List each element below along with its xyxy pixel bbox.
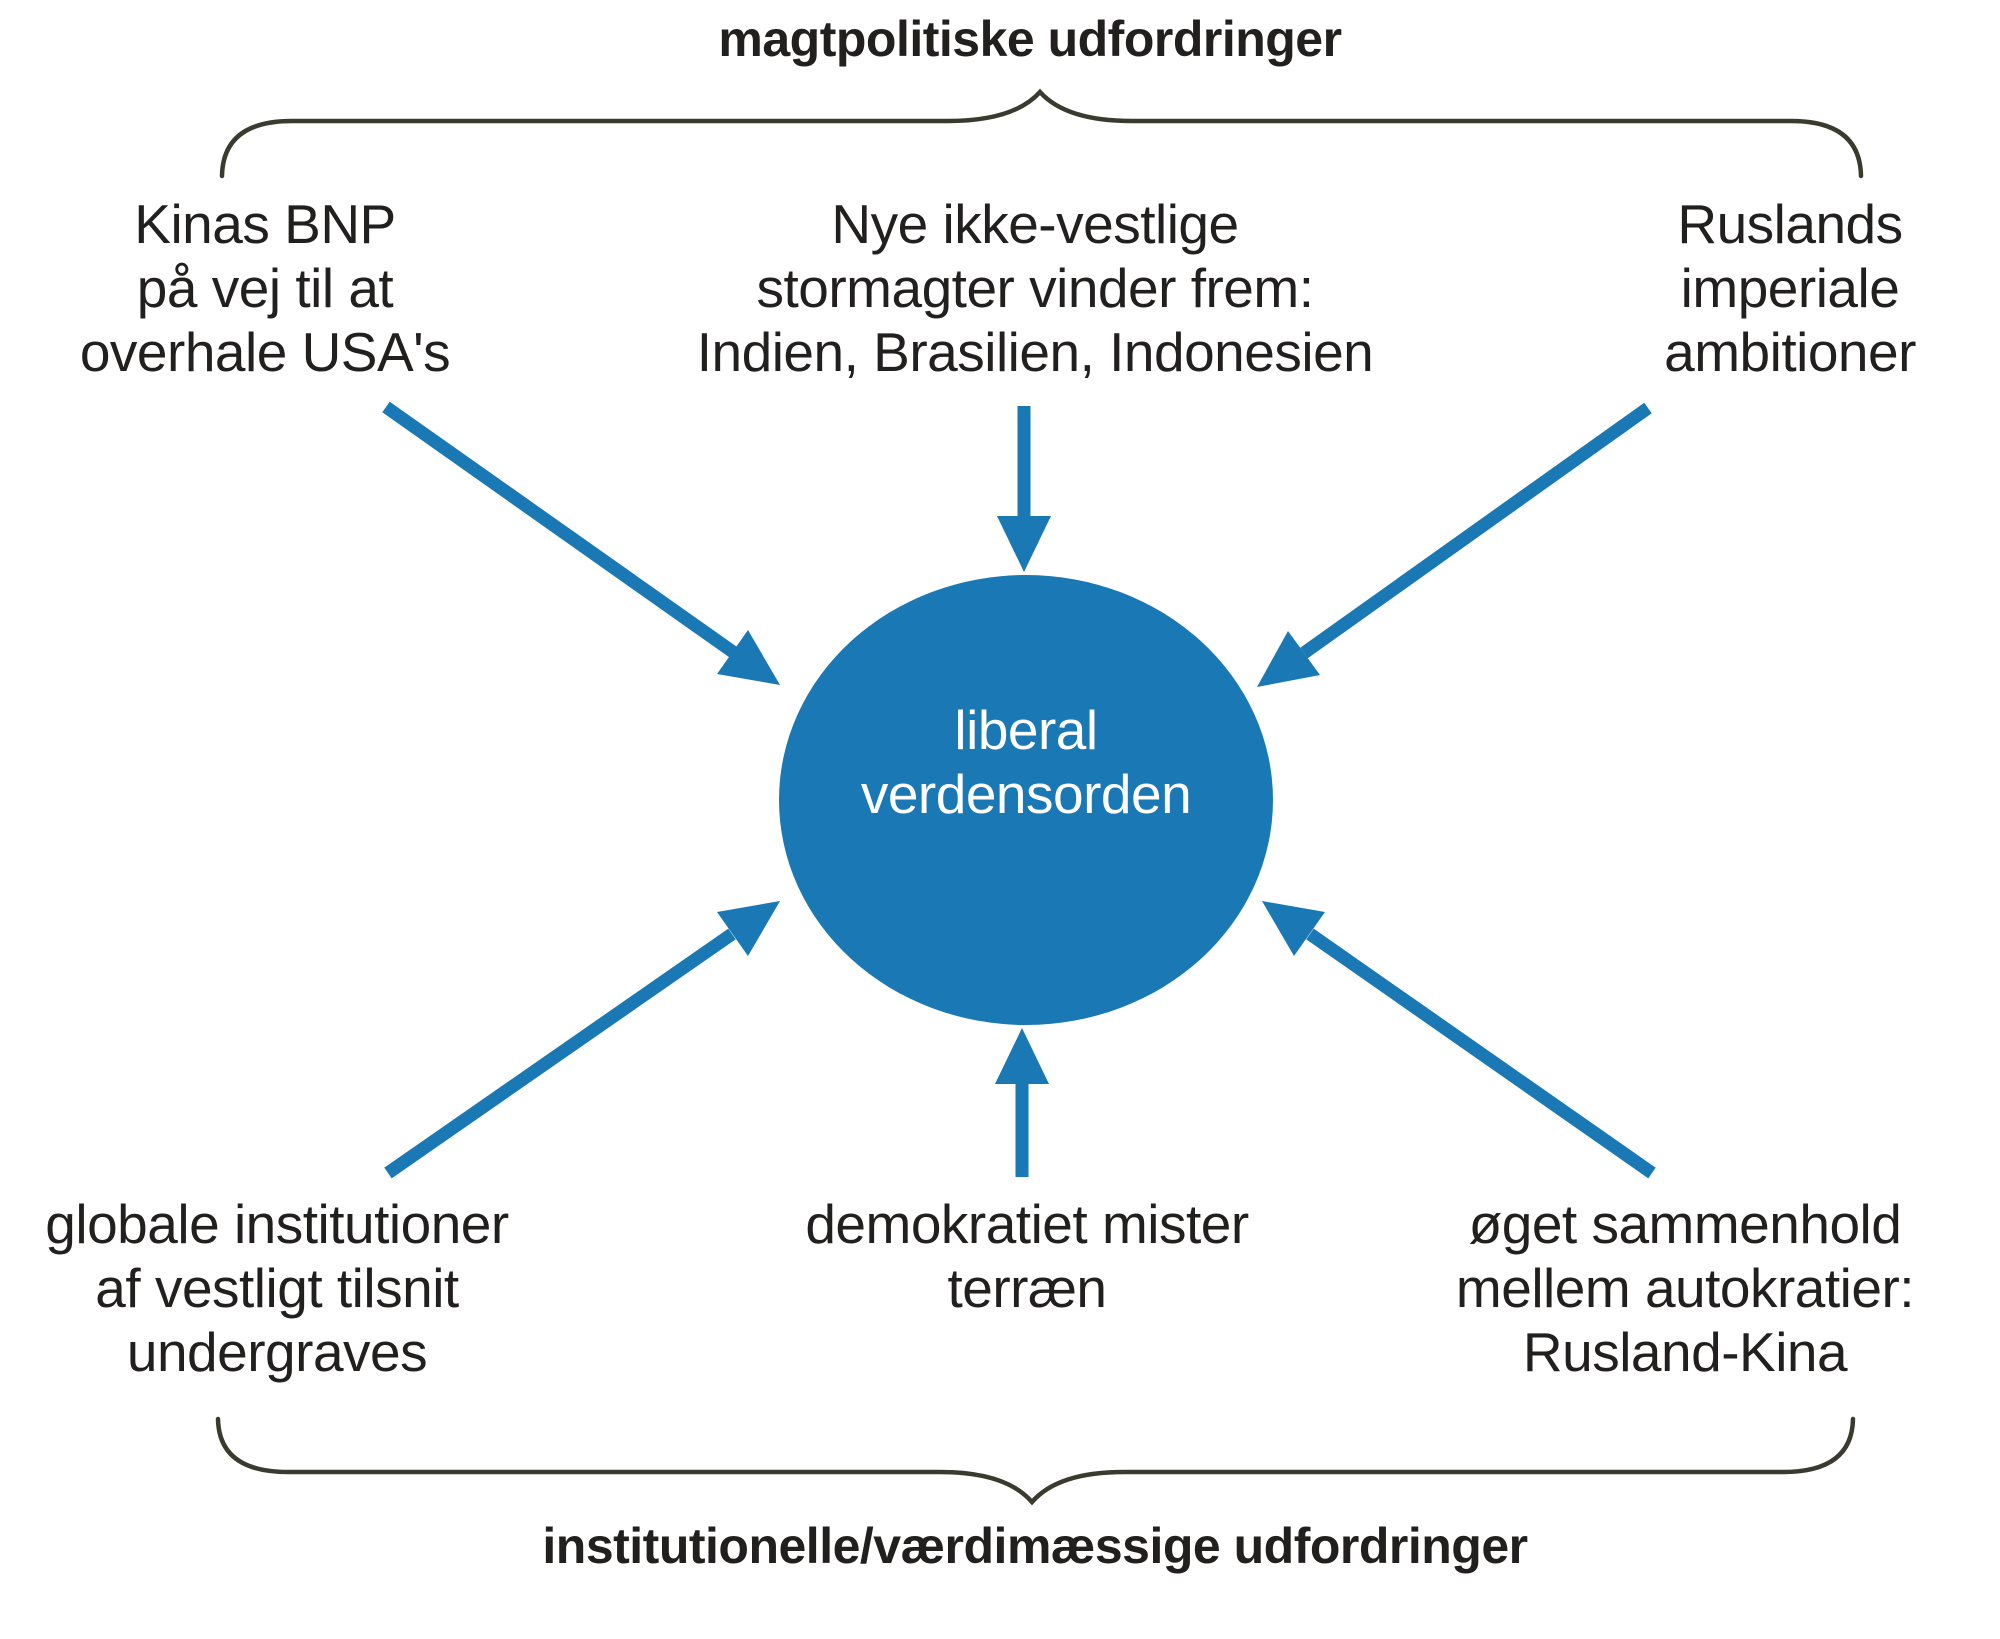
factor-line: undergraves — [126, 1321, 428, 1383]
factor-line: stormagter vinder frem: — [756, 257, 1314, 319]
factor-bottom-center: demokratiet mister terræn — [805, 1192, 1249, 1320]
factor-line: imperiale — [1680, 257, 1900, 319]
factor-top-right: Ruslands imperiale ambitioner — [1664, 192, 1916, 384]
factor-line: øget sammenhold — [1468, 1193, 1902, 1255]
factor-bottom-left: globale institutioner af vestligt tilsni… — [45, 1192, 509, 1384]
arrow-bottom-center-icon — [995, 1028, 1049, 1177]
center-line: liberal — [954, 699, 1098, 761]
factor-line: overhale USA's — [79, 321, 451, 383]
arrow-bottom-left-icon — [384, 901, 780, 1179]
factor-line: mellem autokratier: — [1455, 1257, 1915, 1319]
top-brace — [219, 88, 1864, 179]
center-circle — [779, 575, 1273, 1025]
arrow-top-left-icon — [382, 401, 780, 685]
factor-line: demokratiet mister — [805, 1193, 1249, 1255]
bottom-group-title: institutionelle/værdimæssige udfordringe… — [542, 1518, 1528, 1574]
factor-line: Rusland-Kina — [1522, 1321, 1848, 1383]
arrow-top-right-icon — [1257, 402, 1652, 687]
top-group-title: magtpolitiske udfordringer — [718, 11, 1342, 67]
arrow-top-center-icon — [997, 406, 1051, 572]
factor-top-center: Nye ikke-vestlige stormagter vinder frem… — [697, 192, 1374, 384]
factor-line: ambitioner — [1664, 321, 1916, 383]
factor-line: Ruslands — [1677, 193, 1903, 255]
factor-line: Kinas BNP — [134, 193, 396, 255]
factor-line: på vej til at — [136, 257, 394, 319]
factor-line: terræn — [947, 1257, 1107, 1319]
factor-bottom-right: øget sammenhold mellem autokratier: Rusl… — [1455, 1192, 1915, 1384]
center-line: verdensorden — [860, 763, 1192, 825]
bottom-brace — [215, 1416, 1856, 1506]
factor-line: af vestligt tilsnit — [95, 1257, 459, 1319]
factor-line: Nye ikke-vestlige — [831, 193, 1239, 255]
factor-top-left: Kinas BNP på vej til at overhale USA's — [79, 192, 451, 384]
center-circle-label: liberal verdensorden — [860, 698, 1192, 826]
factor-line: Indien, Brasilien, Indonesien — [696, 321, 1374, 383]
arrow-bottom-right-icon — [1262, 901, 1656, 1179]
factor-line: globale institutioner — [45, 1193, 509, 1255]
